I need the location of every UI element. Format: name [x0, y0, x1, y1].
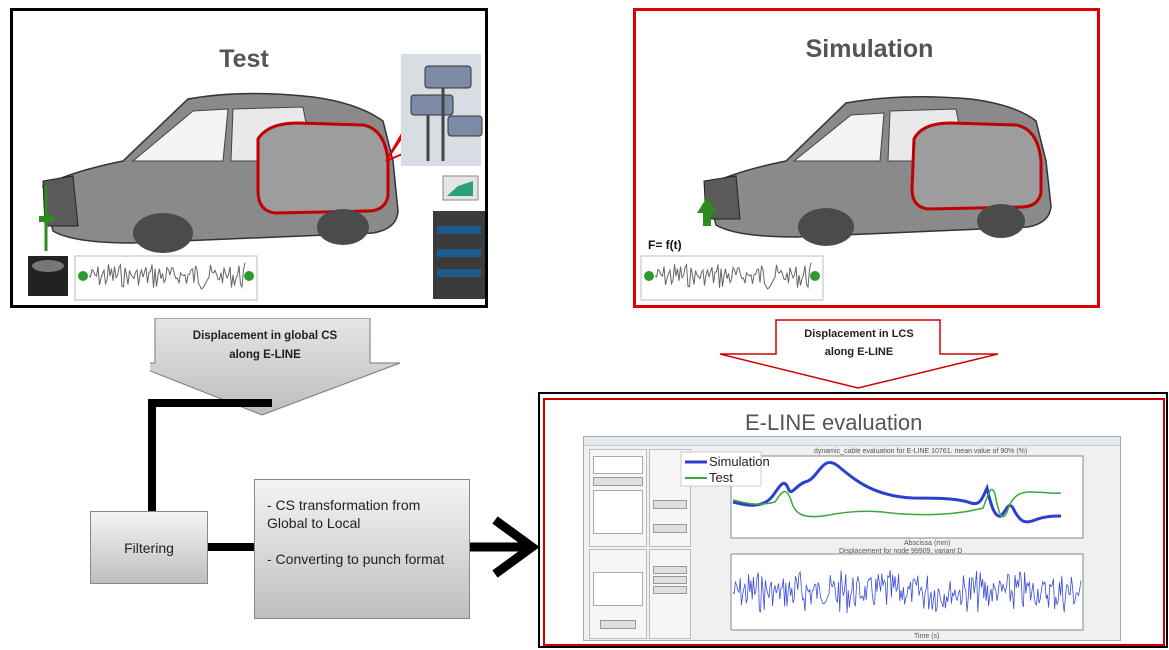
lcs-arrow-label: Displacement in LCS along E-LINE: [778, 325, 940, 361]
process-box: - CS transformation from Global to Local…: [254, 479, 470, 619]
global-cs-arrow-line2: along E-LINE: [229, 349, 301, 361]
car-body-test: [42, 92, 399, 253]
filtering-box: Filtering: [90, 511, 208, 584]
plot2-title: Displacement for node 99909, variant D: [839, 548, 963, 555]
test-curve: [732, 488, 1062, 518]
option-button[interactable]: [653, 500, 687, 509]
displacement-curve: [732, 570, 1082, 614]
simulation-curve: [732, 461, 1062, 524]
force-label: F= f(t): [648, 238, 682, 252]
option-button[interactable]: [653, 524, 687, 533]
window-titlebar: [584, 437, 1120, 446]
lcs-arrow: [719, 319, 999, 389]
legend-box: [680, 451, 762, 487]
shaker: [28, 186, 68, 296]
mode-button[interactable]: [653, 566, 687, 574]
controls-pane-top: [589, 449, 647, 547]
export-button[interactable]: [600, 620, 636, 629]
plot1-xlabel: Abscissa (mm): [904, 540, 951, 547]
legend-simulation-label: Simulation: [709, 454, 770, 469]
mode-button[interactable]: [653, 586, 687, 594]
simulation-panel-title: Simulation: [805, 35, 934, 63]
lcs-arrow-line1: Displacement in LCS: [804, 328, 914, 340]
lcs-arrow-line2: along E-LINE: [824, 346, 894, 358]
controls-pane-bottom-mid: [649, 549, 691, 639]
global-cs-arrow: [150, 318, 401, 416]
plot2-frame: [730, 553, 1084, 631]
test-illustration: [28, 54, 485, 301]
force-arrow: [697, 197, 717, 226]
data-acquisition-rack: [433, 175, 485, 299]
laser-vibrometer-image: [401, 54, 483, 166]
excitation-signal-simulation: [640, 255, 824, 301]
eline-plots: [680, 451, 1084, 631]
plot2-xlabel: Time (s): [914, 633, 940, 640]
punch-format-step: - Converting to punch format: [267, 551, 445, 567]
test-panel-title: Test: [219, 45, 269, 73]
controls-pane-mid: [649, 449, 691, 547]
mode-button[interactable]: [653, 576, 687, 584]
filtering-label: Filtering: [124, 539, 174, 556]
global-cs-arrow-label: Displacement in global CS along E-LINE: [160, 327, 370, 365]
global-cs-arrow-line1: Displacement in global CS: [192, 330, 338, 342]
compute-button[interactable]: [593, 477, 643, 486]
simulation-illustration: [640, 96, 1052, 301]
plot1-title: dynamic_cable evaluation for E-LINE 1076…: [814, 448, 1028, 455]
controls-pane-bottom: [589, 549, 647, 639]
legend-test-label: Test: [709, 470, 733, 485]
cs-transformation-step: - CS transformation from Global to Local: [267, 497, 421, 531]
eval-panel-title: E-LINE evaluation: [745, 410, 923, 435]
excitation-signal-test: [74, 255, 258, 301]
